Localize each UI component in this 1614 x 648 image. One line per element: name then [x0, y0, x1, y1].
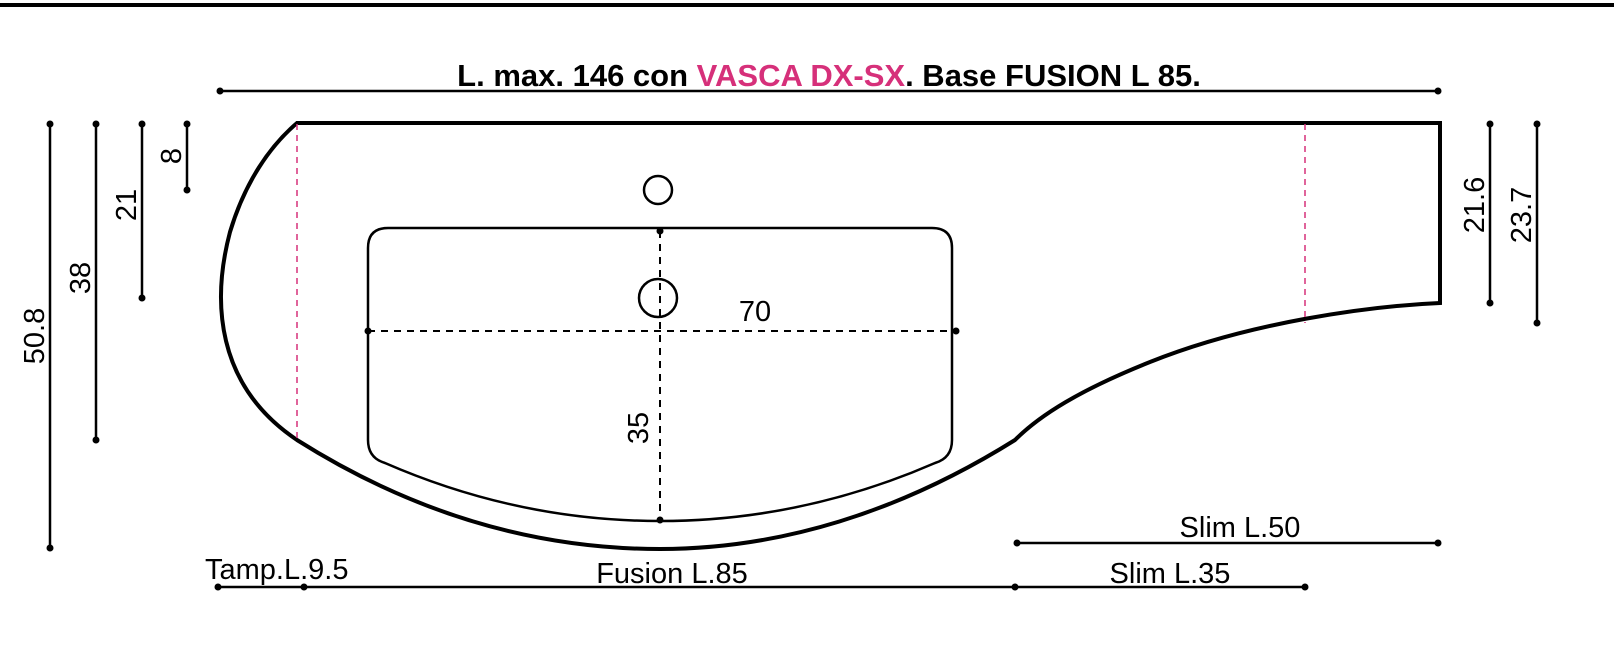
title-highlight: VASCA DX-SX: [697, 58, 906, 93]
tap-hole: [642, 174, 674, 206]
slim-50-label: Slim L.50: [1180, 512, 1301, 544]
height-21-label: 21: [111, 189, 143, 221]
left-dimensions: 50.8 38 21 8: [19, 120, 191, 552]
height-8-label: 8: [156, 148, 188, 164]
height-23-7-label: 23.7: [1506, 187, 1538, 243]
slim-35-label: Slim L.35: [1110, 558, 1231, 590]
height-50-8-label: 50.8: [19, 308, 51, 364]
overall-width-dimension: [216, 87, 1442, 95]
fusion-label: Fusion L.85: [596, 558, 748, 590]
basin-depth-label: 35: [623, 412, 655, 444]
right-dimensions: 21.6 23.7: [1459, 120, 1541, 327]
tamp-label: Tamp.L.9.5: [205, 554, 348, 586]
height-21-6-label: 21.6: [1459, 177, 1491, 233]
basin-width-label: 70: [739, 296, 771, 328]
countertop-outline: [219, 121, 1442, 552]
bottom-dimensions: Slim L.50 Tamp.L.9.5 Fusion L.85 Slim L.…: [205, 512, 1442, 591]
diagram-title: L. max. 146 con VASCA DX-SX. Base FUSION…: [457, 58, 1201, 93]
height-38-label: 38: [65, 262, 97, 294]
drain-hole: [637, 277, 679, 319]
